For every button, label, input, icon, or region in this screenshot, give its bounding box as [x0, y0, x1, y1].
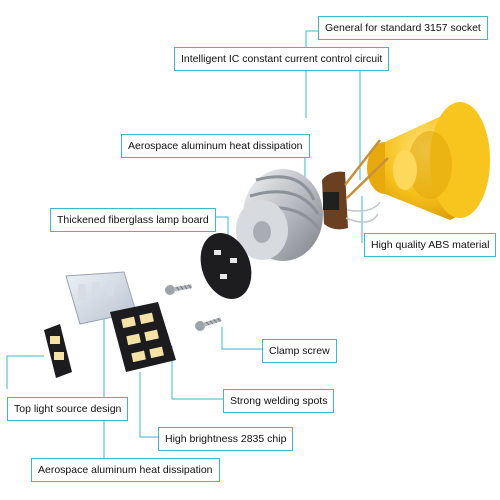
callout-ic-circuit: Intelligent IC constant current control … — [174, 47, 390, 71]
top-light-source-board — [44, 324, 72, 378]
callout-abs-material: High quality ABS material — [364, 233, 497, 257]
callout-clamp-screw: Clamp screw — [262, 339, 337, 363]
abs-socket — [367, 102, 490, 220]
clamp-screws — [165, 284, 222, 331]
ic-circuit-board — [322, 139, 389, 230]
led-chip-board — [110, 302, 176, 372]
callout-heat-top: Aerospace aluminum heat dissipation — [121, 134, 310, 158]
callout-chip: High brightness 2835 chip — [158, 427, 294, 451]
callout-lamp-board: Thickened fiberglass lamp board — [50, 208, 216, 232]
callout-socket: General for standard 3157 socket — [318, 16, 488, 40]
aluminum-heatsink — [236, 169, 323, 261]
callout-heat-bottom: Aerospace aluminum heat dissipation — [31, 458, 220, 482]
callout-welding: Strong welding spots — [223, 389, 335, 413]
fiberglass-lamp-board — [200, 233, 252, 299]
callout-top-light: Top light source design — [7, 397, 129, 421]
